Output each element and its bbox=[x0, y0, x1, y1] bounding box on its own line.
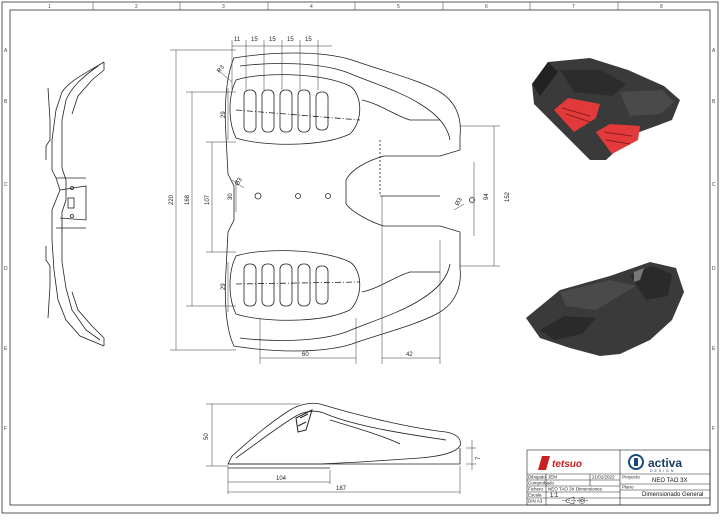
zone-A: A bbox=[4, 48, 8, 54]
tb-label-4: DIN A3 bbox=[528, 499, 543, 504]
top-view-dimensions bbox=[170, 40, 500, 364]
brand-right-sub: DESIGN bbox=[650, 469, 675, 473]
dim-152: 152 bbox=[505, 191, 511, 202]
zone-labels-top: 1 2 3 4 5 6 7 8 bbox=[48, 2, 663, 10]
projection-symbol bbox=[562, 496, 588, 505]
dim-42: 42 bbox=[406, 352, 413, 358]
brand-left: tetsuo bbox=[552, 459, 582, 470]
top-view bbox=[224, 52, 475, 352]
activa-logo-icon bbox=[628, 454, 644, 470]
title-block bbox=[526, 449, 711, 506]
zone-8: 8 bbox=[660, 4, 663, 10]
dim-94: 94 bbox=[484, 193, 490, 200]
zone-C-right: C bbox=[712, 182, 716, 188]
top-view-dimension-texts: 11 15 15 15 15 R3 220 168 107 29 29 30 Ø… bbox=[169, 37, 511, 358]
dim-7: 7 bbox=[476, 456, 482, 460]
dim-168: 168 bbox=[185, 194, 191, 205]
zone-C: C bbox=[4, 182, 8, 188]
zone-7: 7 bbox=[572, 4, 575, 10]
zone-1: 1 bbox=[48, 4, 51, 10]
tb-proyecto-value: NEO TAO 3X bbox=[652, 478, 687, 484]
dim-30: 30 bbox=[228, 193, 234, 200]
tb-plano-label: Plano bbox=[622, 485, 634, 490]
zone-4: 4 bbox=[310, 4, 313, 10]
zone-D: D bbox=[4, 266, 8, 272]
upper-pad-outline bbox=[229, 74, 361, 145]
dim-104: 104 bbox=[276, 476, 287, 482]
brand-right: activa bbox=[648, 456, 682, 470]
render-iso-bottom bbox=[526, 262, 684, 356]
end-view bbox=[45, 61, 105, 347]
zone-5: 5 bbox=[397, 4, 400, 10]
lower-pad-outline bbox=[229, 250, 361, 321]
zone-B: B bbox=[4, 99, 8, 105]
dim-top-15c: 15 bbox=[287, 37, 294, 43]
zone-A-right: A bbox=[712, 48, 716, 54]
tb-label-2: Fichero bbox=[528, 487, 544, 492]
side-view bbox=[227, 402, 461, 469]
dim-187: 187 bbox=[336, 486, 347, 492]
dim-107: 107 bbox=[205, 194, 211, 205]
inner-border bbox=[9, 9, 711, 506]
zone-3: 3 bbox=[222, 4, 225, 10]
tb-value-3: 1:1 bbox=[550, 493, 559, 499]
zone-E-right: E bbox=[712, 346, 716, 352]
tetsuo-logo-side bbox=[295, 409, 313, 433]
dim-r-top: R3 bbox=[216, 64, 226, 74]
render-iso-top bbox=[532, 58, 680, 160]
dim-top-15a: 15 bbox=[251, 37, 258, 43]
zone-2: 2 bbox=[135, 4, 138, 10]
tb-plano-value: Dimensionado General bbox=[642, 492, 703, 498]
title-block-texts: Dibujado JEM 21/01/2022 Comprobado Fiche… bbox=[528, 475, 703, 504]
tb-value-0: JEM bbox=[548, 475, 557, 480]
dim-r3-left: Ø3 bbox=[235, 176, 245, 187]
dim-top-15b: 15 bbox=[269, 37, 276, 43]
zone-F: F bbox=[4, 426, 7, 432]
dim-r3-right: Ø3 bbox=[455, 196, 465, 207]
zone-E: E bbox=[4, 346, 8, 352]
tb-value-2: NEO TAO 3X Dimensiones bbox=[548, 487, 603, 492]
title-block-logos: tetsuo activa DESIGN bbox=[538, 454, 682, 473]
dim-29-lower: 29 bbox=[221, 283, 227, 290]
tb-proyecto-label: Proyecto bbox=[622, 475, 640, 480]
zone-6: 6 bbox=[485, 4, 488, 10]
zone-D-right: D bbox=[712, 266, 716, 272]
tb-label-3: Escala bbox=[528, 493, 542, 498]
dim-overall-220: 220 bbox=[169, 194, 175, 205]
dim-29-upper: 29 bbox=[221, 111, 227, 118]
zone-F-right: F bbox=[712, 426, 715, 432]
tb-date: 21/01/2022 bbox=[592, 475, 615, 480]
side-view-dimension-texts: 50 7 104 187 bbox=[204, 433, 482, 492]
side-view-dimensions bbox=[206, 403, 476, 494]
zone-labels-side: A B C D E F A B C D E F bbox=[4, 48, 716, 432]
tb-label-1: Comprobado bbox=[528, 481, 555, 486]
dim-top-15d: 15 bbox=[305, 37, 312, 43]
tetsuo-logo-icon bbox=[538, 456, 550, 470]
dim-50: 50 bbox=[204, 433, 210, 440]
dim-60: 60 bbox=[302, 352, 309, 358]
zone-B-right: B bbox=[712, 99, 716, 105]
dim-top-11: 11 bbox=[234, 37, 241, 43]
tb-label-0: Dibujado bbox=[528, 475, 546, 480]
